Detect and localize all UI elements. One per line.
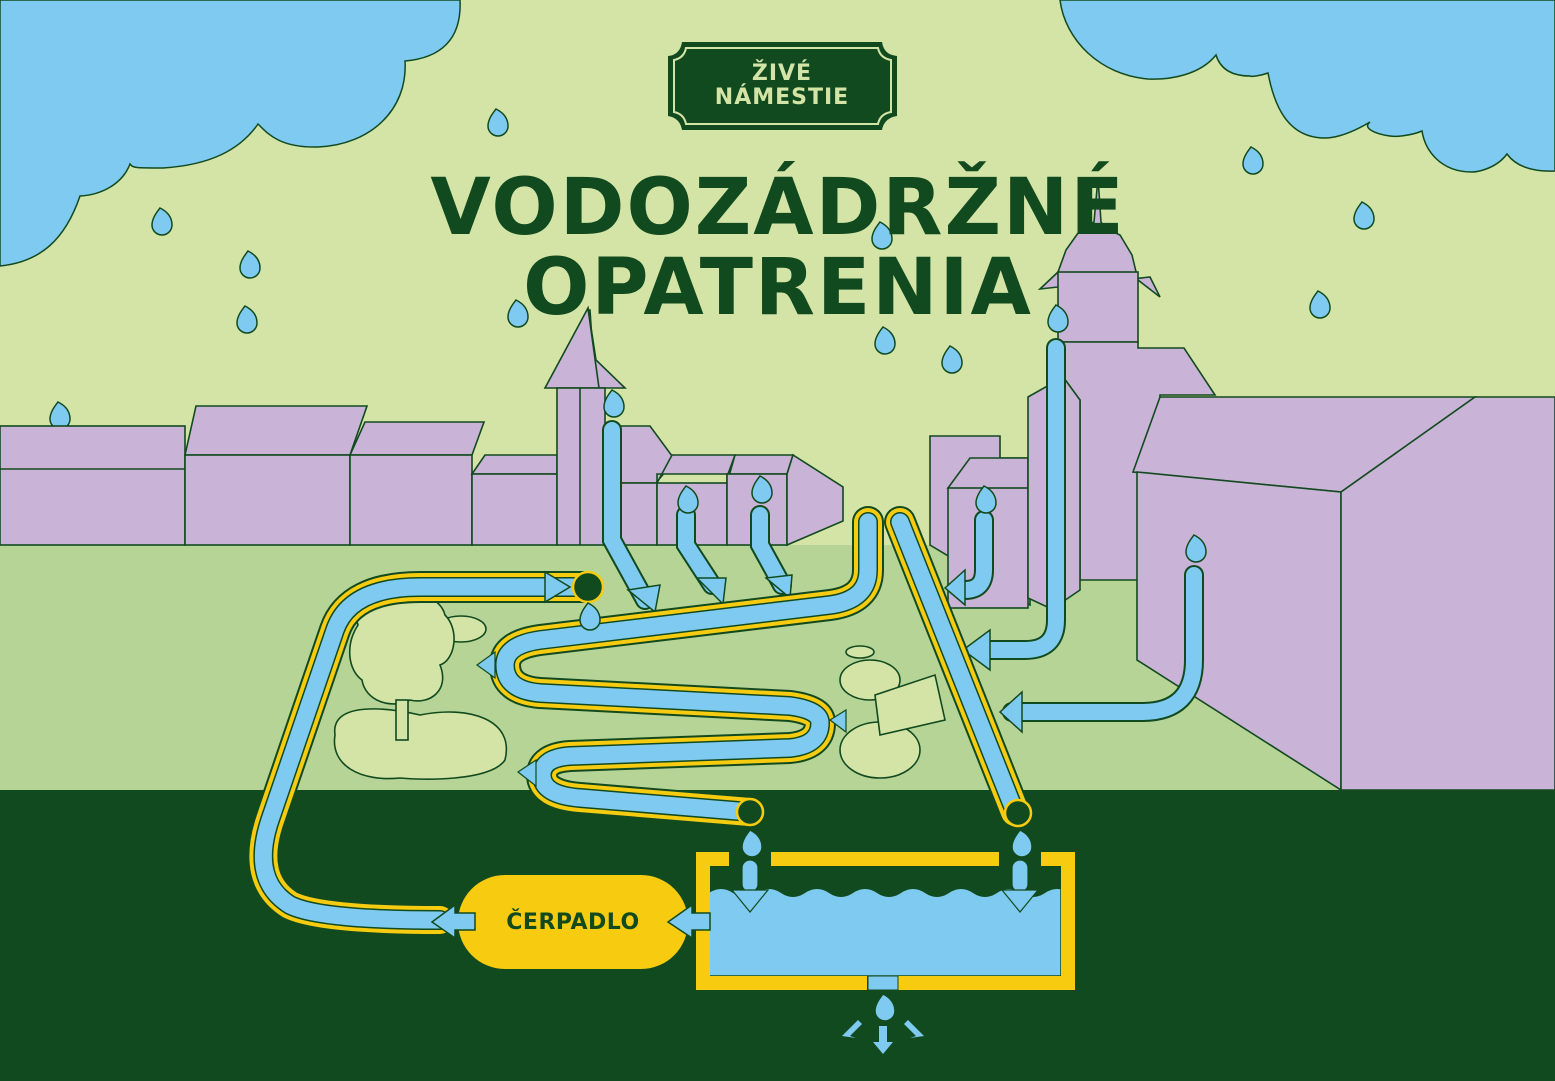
title-line-2: OPATRENIA [523,243,1033,333]
page-title: VODOZÁDRŽNÉ OPATRENIA [398,168,1158,328]
badge-line-1: ŽIVÉ [751,61,813,86]
pump-label: ČERPADLO [506,909,640,935]
spray-arrows [475,650,847,788]
ground-infiltration-arrows [842,993,924,1054]
pipe-caps [571,570,1033,828]
title-line-1: VODOZÁDRŽNÉ [430,163,1126,253]
green-beds [333,592,946,780]
badge-frame [668,42,897,130]
badge-line-2: NÁMESTIE [714,85,850,110]
downspout-arrows [602,338,1204,722]
flow-arrow-icon [544,570,572,604]
infiltration-pipe [247,506,1031,936]
cloud-right-icon [1059,0,1555,173]
retention-tank [696,852,1075,991]
brand-badge: ŽIVÉ NÁMESTIE [668,42,896,130]
cloud-left-icon [0,0,461,267]
tank-inflow-arrows [730,859,1040,913]
pump-body [458,875,688,969]
town-buildings-left [0,305,844,547]
arrow-heads [626,568,1023,734]
